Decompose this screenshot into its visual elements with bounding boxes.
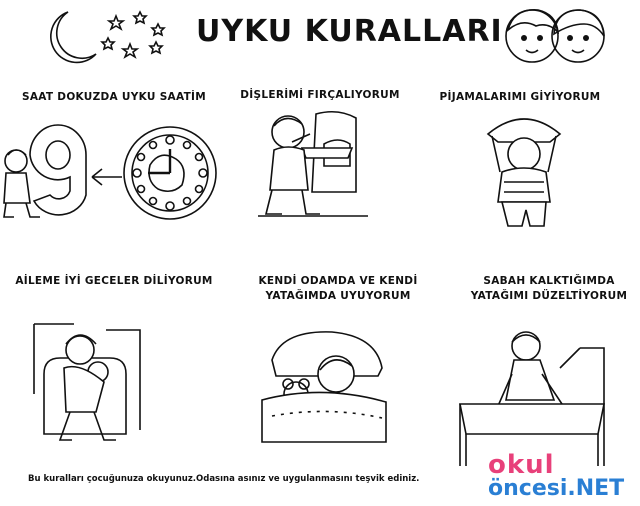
moon-stars-illustration: [50, 10, 166, 64]
page-title: UYKU KURALLARI: [196, 14, 503, 49]
rule-illustration-bedtime: [3, 124, 217, 220]
rule-caption-6: SABAH KALKTIĞIMDA YATAĞIMI DÜZELTİYORUM: [470, 275, 628, 302]
rule-caption-3: PİJAMALARIMI GİYİYORUM: [439, 91, 601, 103]
rule-illustration-making-bed: [459, 331, 605, 466]
arrow-left-icon: [91, 168, 122, 186]
brand-line-2: öncesi.NET: [488, 476, 625, 501]
children-faces-icon: [505, 9, 605, 63]
footer-note: Bu kuralları çocuğunuza okuyunuz.Odasına…: [28, 474, 420, 484]
rule-caption-4: AİLEME İYİ GECELER DİLİYORUM: [15, 275, 213, 287]
number-nine-icon: [29, 124, 87, 216]
rule-illustration-sleeping: [261, 331, 387, 443]
rule-illustration-brushing: [258, 110, 368, 217]
rule-illustration-goodnight: [33, 323, 141, 441]
brand-logo: okul öncesi.NET: [488, 452, 628, 500]
rule-caption-1: SAAT DOKUZDA UYKU SAATİM: [21, 91, 207, 103]
rule-caption-5: KENDİ ODAMDA VE KENDİ YATAĞIMDA UYUYORUM: [258, 275, 418, 302]
rule-illustration-pajamas: [486, 118, 562, 227]
brand-line-1: okul: [488, 450, 555, 480]
star-icon: [100, 10, 166, 59]
rule-caption-2: DİŞLERİMİ FIRÇALIYORUM: [240, 89, 400, 101]
moon-icon: [50, 11, 97, 64]
